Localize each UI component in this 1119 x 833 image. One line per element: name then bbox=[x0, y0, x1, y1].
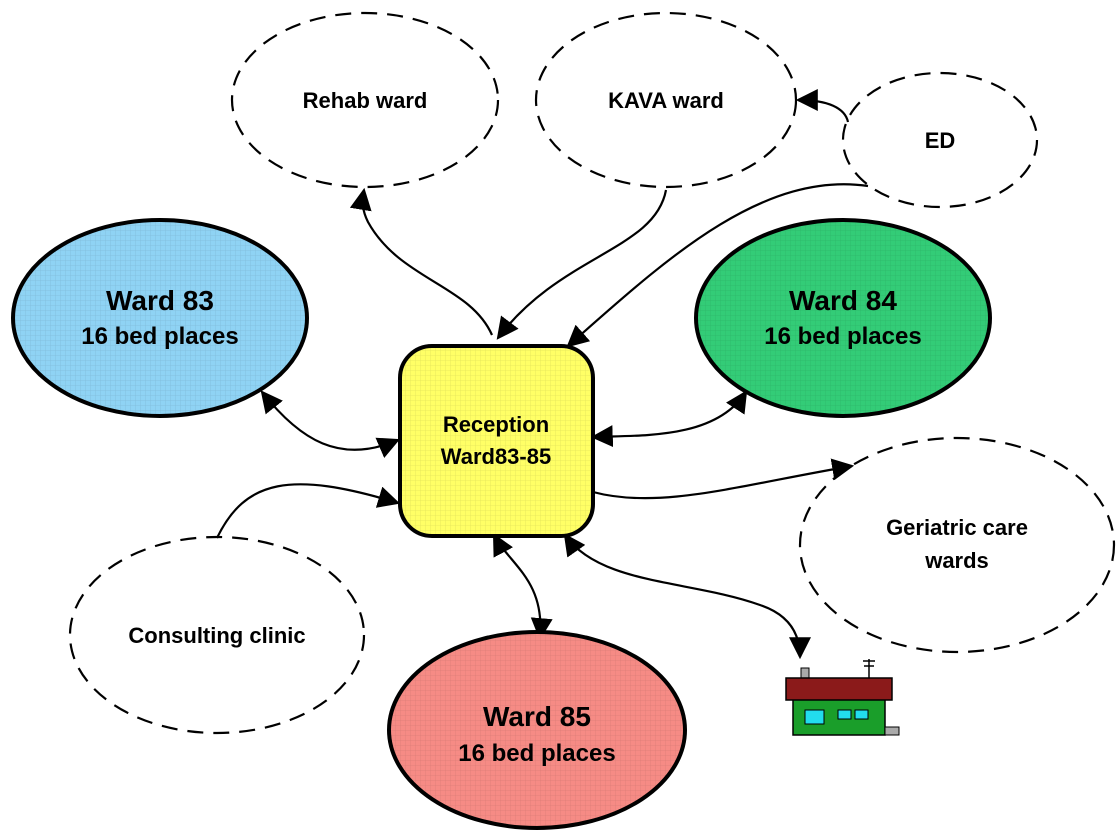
rehab-ward-label: Rehab ward bbox=[303, 88, 428, 113]
reception-label-line2: Ward83-85 bbox=[441, 444, 551, 469]
ward-84-title: Ward 84 bbox=[789, 285, 897, 316]
arrow-clinic-to-reception bbox=[216, 483, 401, 539]
consulting-clinic-node: Consulting clinic bbox=[68, 535, 366, 735]
connectors bbox=[216, 89, 869, 660]
house-icon bbox=[785, 659, 900, 736]
ward-83-node: Ward 83 16 bed places bbox=[11, 218, 309, 418]
reception-label-line1: Reception bbox=[443, 412, 549, 437]
ward-85-subtitle: 16 bed places bbox=[458, 740, 615, 767]
rehab-ward-node: Rehab ward bbox=[230, 11, 500, 189]
geriatric-label-line1: Geriatric care bbox=[886, 515, 1028, 540]
arrow-reception-to-rehab bbox=[349, 187, 494, 336]
ward-83-subtitle: 16 bed places bbox=[81, 323, 238, 350]
arrow-reception-ward85 bbox=[492, 533, 553, 641]
kava-ward-label: KAVA ward bbox=[608, 88, 724, 113]
reception-node: Reception Ward83-85 bbox=[398, 344, 595, 538]
ward-84-subtitle: 16 bed places bbox=[764, 323, 921, 350]
arrow-ed-to-kava bbox=[795, 89, 850, 123]
ward-84-node: Ward 84 16 bed places bbox=[694, 218, 992, 418]
consulting-clinic-label: Consulting clinic bbox=[128, 623, 305, 648]
ed-label: ED bbox=[925, 128, 956, 153]
ward-83-title: Ward 83 bbox=[106, 285, 214, 316]
ward-85-title: Ward 85 bbox=[483, 701, 591, 732]
arrow-ed-to-reception bbox=[566, 183, 869, 348]
arrow-ward84-reception bbox=[590, 390, 748, 448]
arrow-reception-home bbox=[563, 533, 811, 660]
arrow-kava-to-reception bbox=[496, 189, 668, 340]
arrow-reception-to-geriatric bbox=[592, 458, 855, 500]
geriatric-care-wards-node: Geriatric care wards bbox=[798, 436, 1116, 654]
ed-node: ED bbox=[841, 71, 1039, 209]
geriatric-label-line2: wards bbox=[924, 548, 989, 573]
kava-ward-node: KAVA ward bbox=[534, 11, 798, 189]
arrow-ward83-reception bbox=[260, 390, 401, 458]
ward-85-node: Ward 85 16 bed places bbox=[387, 630, 687, 830]
